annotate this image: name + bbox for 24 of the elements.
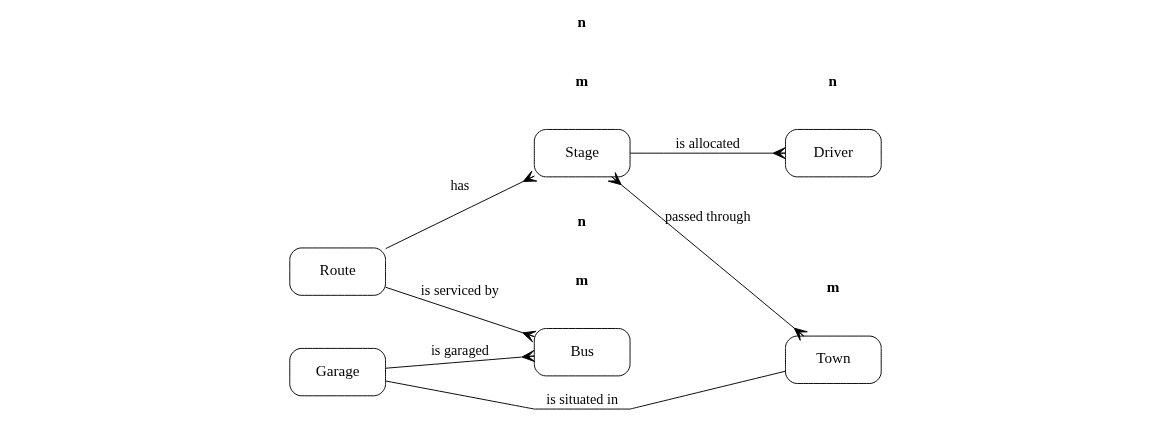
label: m: [826, 278, 839, 296]
node-box: Town: [784, 335, 882, 384]
connector: [384, 170, 537, 250]
label: n: [828, 71, 837, 89]
node-box: Garage: [288, 347, 386, 397]
label: n: [576, 12, 586, 30]
node-box: Stage: [533, 129, 631, 178]
edge-label: passed through: [664, 208, 751, 225]
connector: [629, 147, 786, 160]
edge-label: is allocated: [675, 135, 740, 152]
node-box: Route: [288, 247, 386, 296]
connector: [607, 172, 808, 341]
node-box: Driver: [784, 129, 882, 178]
edge-label: is garaged: [430, 342, 489, 359]
connector: [384, 286, 536, 343]
label: m: [575, 71, 588, 89]
label: m: [575, 270, 588, 288]
edge-label: is situated in: [545, 391, 618, 408]
edge-label: is serviced by: [420, 282, 499, 299]
connector: [384, 350, 535, 369]
connector: [384, 370, 786, 410]
node-box: Bus: [533, 328, 631, 377]
edge-label: has: [449, 177, 469, 194]
label: n: [576, 211, 586, 229]
